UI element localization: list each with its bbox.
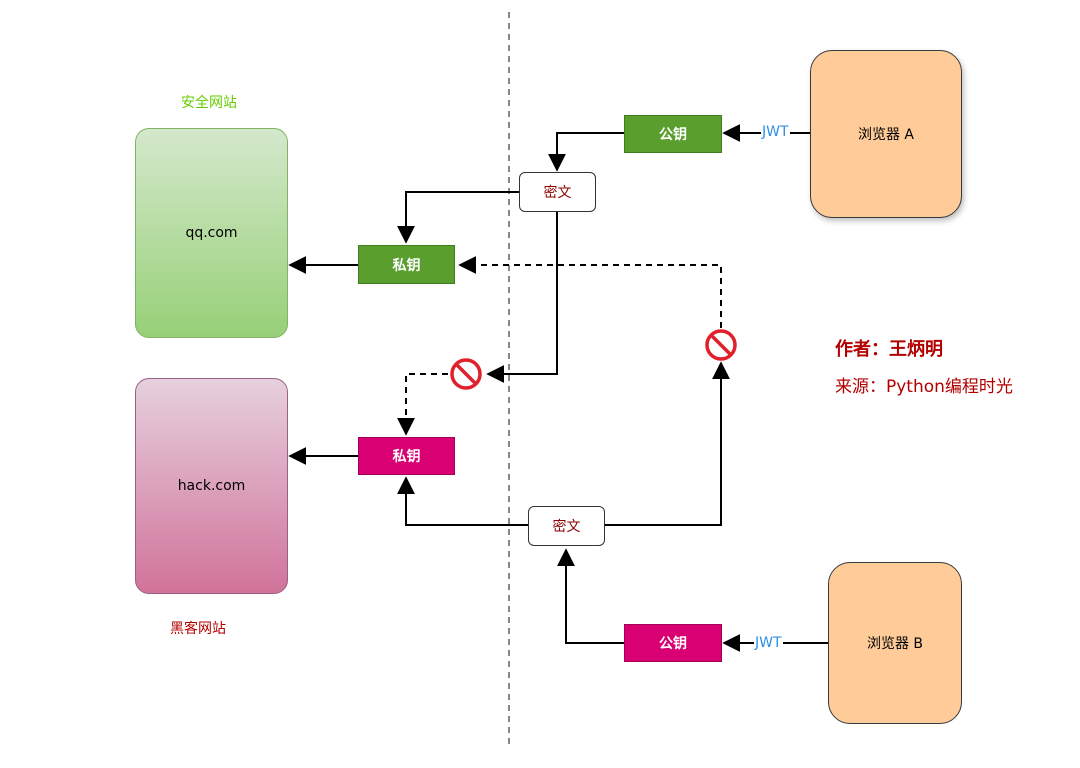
jwt-label-a: JWT: [761, 124, 790, 140]
public-key-a: 公钥: [624, 115, 722, 153]
forbidden-icon: [705, 329, 737, 361]
author-text: 作者：王炳明: [835, 339, 943, 360]
jwt-label-b: JWT: [754, 635, 783, 651]
safe-private-key: 私钥: [358, 245, 455, 284]
browser-b: 浏览器 B: [828, 562, 962, 724]
safe-website: qq.com: [135, 128, 288, 338]
dashed-to-safe-private-key: [458, 256, 722, 328]
public-key-b: 公钥: [624, 624, 722, 662]
ciphertext-b: 密文: [528, 506, 605, 546]
safe-site-domain: qq.com: [185, 225, 238, 241]
ciphertext-a: 密文: [519, 172, 596, 212]
hack-private-key: 私钥: [358, 437, 455, 475]
dashed-to-hack-private-key: [397, 373, 448, 436]
arrow-cipher-a-to-private-key: [397, 191, 519, 244]
hack-site-domain: hack.com: [177, 478, 246, 494]
arrow-cipher-a-blocked: [486, 212, 558, 383]
hack-site-caption: 黑客网站: [170, 621, 226, 637]
arrow-public-key-a-to-cipher: [548, 132, 624, 172]
safe-site-caption: 安全网站: [181, 95, 237, 111]
source-text: 来源：Python编程时光: [835, 377, 1013, 397]
arrow-cipher-b-to-hack-private-key: [397, 476, 528, 526]
hack-website: hack.com: [135, 378, 288, 594]
forbidden-icon: [450, 358, 482, 390]
browser-a: 浏览器 A: [810, 50, 962, 218]
arrow-cipher-b-blocked: [605, 361, 730, 526]
arrow-public-key-b-to-cipher: [557, 548, 624, 644]
